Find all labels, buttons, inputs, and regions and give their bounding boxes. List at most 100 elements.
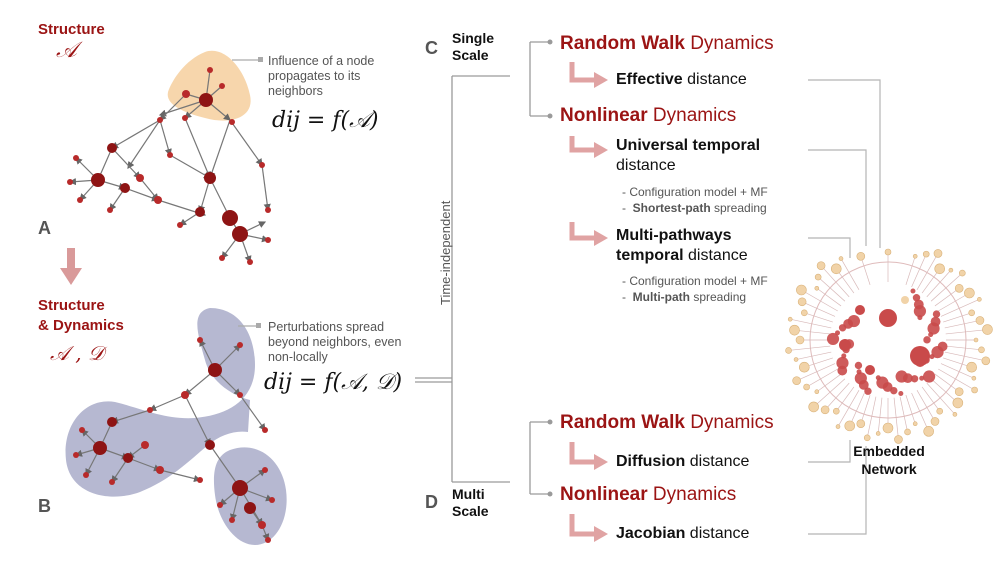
embedded-core-node	[912, 294, 921, 302]
embedded-spoke	[860, 395, 871, 424]
panel-b-title-1: Structure	[38, 297, 105, 314]
multi-sub-2-key: Multi-path	[632, 290, 690, 304]
callout-a-marker	[258, 57, 263, 62]
embedded-core-node	[841, 353, 847, 359]
panel-b-formula: dij = f(𝒜, 𝒟)	[264, 370, 403, 395]
embedded-spoke	[790, 318, 832, 329]
universal-sub-2-key: Shortest-path	[632, 201, 711, 215]
embedded-outer-node	[894, 435, 903, 444]
embedded-spoke	[813, 378, 846, 408]
embedded-outer-node	[930, 417, 940, 426]
embedded-core-node	[910, 375, 919, 383]
embedded-spoke	[796, 363, 836, 381]
embedded-spoke	[877, 397, 883, 434]
network-b-edges	[74, 338, 274, 542]
embedded-spoke	[944, 320, 981, 329]
panel-a-letter: A	[38, 218, 51, 238]
embedded-spoke	[944, 351, 986, 362]
tree-connectors	[415, 41, 550, 495]
embedded-outer-node	[799, 361, 810, 373]
embedded-spoke	[849, 392, 865, 427]
panel-b-symbol: 𝒜 , 𝒟	[50, 341, 104, 365]
universal-sub-list: - Configuration model + MF - Shortest-pa…	[622, 184, 768, 216]
panel-d-scale-line2: Scale	[452, 503, 489, 519]
multi-sub-2-rest: spreading	[690, 290, 747, 304]
embedded-outer-node	[948, 267, 954, 273]
embedded-core-node	[864, 387, 872, 395]
embedded-core-node	[923, 336, 931, 344]
embedded-outer-node	[904, 428, 911, 436]
embedded-spoke	[926, 269, 952, 298]
time-independent-label: Time-independent	[438, 200, 453, 305]
embedded-core-node	[836, 356, 849, 370]
embedded-outer-node	[952, 412, 958, 417]
embedded-network-label: Embedded Network	[850, 442, 928, 478]
embedded-outer-node	[830, 263, 842, 275]
embedded-core-node	[919, 375, 925, 381]
embedded-spoke	[934, 287, 960, 307]
embedded-line-1: Embedded	[853, 443, 925, 459]
panel-b-note: Perturbations spread beyond neighbors, e…	[268, 320, 402, 364]
embedded-spoke	[911, 392, 929, 432]
embedded-spoke	[816, 287, 842, 307]
embedded-spoke	[911, 253, 927, 288]
embedded-outer-node	[785, 347, 792, 354]
embedded-spoke	[820, 265, 850, 298]
universal-sub-2-rest: spreading	[710, 201, 767, 215]
jacobian-key: Jacobian	[616, 525, 686, 542]
panel-d-letter: D	[425, 492, 438, 512]
embedded-core-node	[826, 332, 840, 346]
embedded-spoke	[905, 395, 916, 424]
embedded-outer-node	[923, 426, 934, 437]
embedding-connectors	[808, 79, 881, 535]
multi-sub-2: - Multi-path spreading	[622, 290, 747, 304]
embedded-core-node	[898, 390, 904, 396]
embedded-outer-node	[838, 256, 844, 261]
universal-sub-2: - Shortest-path spreading	[622, 201, 767, 215]
embedded-outer-node	[795, 335, 805, 345]
panel-c-letter: C	[425, 38, 438, 58]
embedded-outer-node	[844, 420, 856, 432]
embedded-core-node	[931, 346, 944, 359]
panel-a-note: Influence of a node propagates to its ne…	[268, 54, 375, 98]
embedded-outer-node	[882, 422, 894, 434]
embedded-outer-node	[793, 357, 799, 362]
embedded-outer-node	[835, 424, 841, 429]
c-rw-rest: Dynamics	[684, 33, 774, 54]
embedded-outer-node	[801, 309, 808, 317]
embedded-network	[785, 248, 993, 444]
network-a-nodes	[67, 67, 271, 265]
multi-pathways-distance: Multi-pathways temporal distance	[616, 226, 748, 266]
embedded-outer-node	[954, 387, 964, 397]
embedded-spoke	[837, 390, 860, 427]
d-random-walk-dynamics: Random Walk Dynamics	[560, 412, 774, 434]
embedded-outer-node	[964, 287, 975, 299]
embedded-core-node	[913, 305, 927, 318]
multi-key-2: temporal	[616, 247, 684, 264]
embedded-spoke	[934, 373, 960, 393]
panel-a-formula: dij = f(𝒜)	[272, 108, 379, 133]
embedded-outer-node	[808, 401, 819, 413]
panel-d-scale-line1: Multi	[452, 486, 485, 502]
embedded-outer-node	[912, 254, 918, 259]
tree-dots	[547, 39, 553, 497]
pink-elbow-arrows	[569, 62, 596, 537]
embedded-spoke	[945, 345, 982, 351]
embedded-line-2: Network	[861, 461, 917, 477]
universal-key: Universal temporal	[616, 137, 761, 154]
embedded-outer-node	[959, 269, 966, 277]
spread-hull-right	[213, 447, 287, 545]
embedded-core-node	[932, 310, 941, 318]
multi-sub-list: - Configuration model + MF - Multi-path …	[622, 273, 768, 305]
embedded-spoke	[893, 397, 899, 440]
panel-d-scale: Multi Scale	[452, 486, 489, 520]
embedded-spoke	[806, 368, 838, 388]
network-b-nodes	[73, 337, 275, 543]
effective-key: Effective	[616, 71, 683, 88]
embedded-outer-node	[814, 285, 820, 291]
embedded-outer-node	[856, 419, 866, 428]
embedded-spoke	[817, 276, 846, 302]
embedded-core-node	[847, 314, 860, 328]
embedded-spoke	[860, 256, 871, 285]
